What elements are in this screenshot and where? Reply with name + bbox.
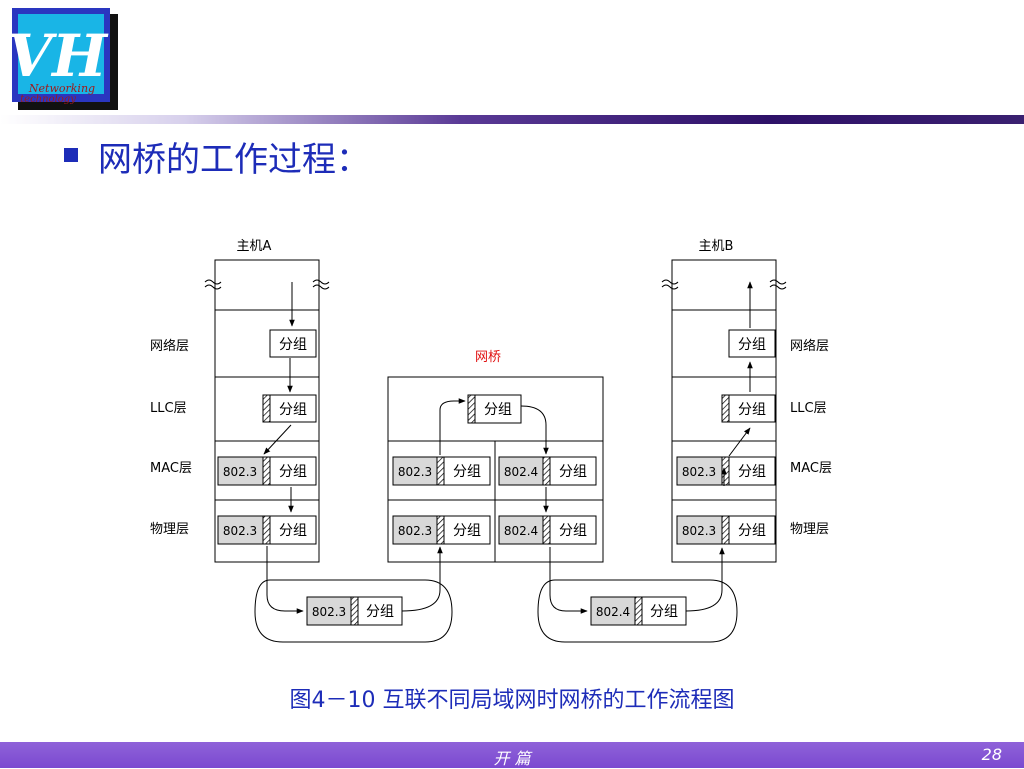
host-a-llc-frame: 分组 [262,394,317,423]
logo-letters: VH [10,22,109,90]
svg-text:分组: 分组 [738,523,766,539]
vh-networking-logo: VH Networking technology [10,8,118,110]
svg-text:802.3: 802.3 [682,524,716,538]
bridge-mac-frame-8023: 802.3 分组 [392,456,491,486]
svg-text:分组: 分组 [484,402,512,418]
bridge-physical-frame-8024: 802.4 分组 [498,515,597,545]
lan-8023-frame: 802.3 分组 [254,579,453,643]
host-b-llc-frame: 分组 [721,394,776,423]
svg-text:802.3: 802.3 [682,465,716,479]
host-b-physical-frame: 802.3 分组 [676,515,776,545]
svg-text:分组: 分组 [738,337,766,353]
svg-text:分组: 分组 [650,604,678,620]
mac-layer-label-a: MAC层 [150,461,192,476]
svg-text:802.3: 802.3 [223,465,257,479]
bridge-mac-frame-8024: 802.4 分组 [498,456,597,486]
svg-text:802.4: 802.4 [504,465,538,479]
svg-text:分组: 分组 [738,402,766,418]
physical-layer-label-a: 物理层 [150,522,189,537]
logo-line2: technology [20,94,76,105]
slide-heading: 网桥的工作过程： [98,140,370,180]
host-a-label: 主机A [237,239,272,254]
host-b-label: 主机B [699,239,734,254]
svg-text:分组: 分组 [279,337,307,353]
svg-text:802.3: 802.3 [398,465,432,479]
bridge-llc-frame: 分组 [467,394,522,424]
svg-text:802.4: 802.4 [596,605,630,619]
header-divider [0,115,1024,124]
mac-layer-label-b: MAC层 [790,461,832,476]
svg-text:分组: 分组 [453,464,481,480]
host-b-network-packet: 分组 [728,329,776,358]
logo-line1: Networking [28,82,95,95]
svg-text:802.3: 802.3 [223,524,257,538]
svg-text:分组: 分组 [738,464,766,480]
network-layer-label-b: 网络层 [790,338,829,354]
svg-text:分组: 分组 [559,464,587,480]
figure-caption: 图4－10 互联不同局域网时网桥的工作流程图 [289,688,735,713]
bridge-label: 网桥 [475,350,501,365]
svg-text:分组: 分组 [453,523,481,539]
bridge-physical-frame-8023: 802.3 分组 [392,515,491,545]
svg-text:分组: 分组 [366,604,394,620]
host-a-network-packet: 分组 [269,329,317,358]
footer-bar: 开 篇 28 [0,742,1024,768]
footer-title: 开 篇 [493,749,531,768]
svg-text:分组: 分组 [279,464,307,480]
network-layer-label-a: 网络层 [150,338,189,354]
physical-layer-label-b: 物理层 [790,522,829,537]
svg-text:802.3: 802.3 [312,605,346,619]
svg-text:分组: 分组 [279,523,307,539]
svg-text:802.4: 802.4 [504,524,538,538]
bridge-process-diagram: 主机A 主机B 网桥 网络层 LLC层 MAC层 物理层 网络层 LLC层 MA… [150,239,832,643]
bullet-icon [64,148,78,162]
host-a-physical-frame: 802.3 分组 [217,515,317,545]
llc-layer-label-b: LLC层 [790,401,827,416]
host-a-mac-frame: 802.3 分组 [217,456,317,486]
svg-text:802.3: 802.3 [398,524,432,538]
svg-text:分组: 分组 [559,523,587,539]
page-number: 28 [981,745,1002,764]
host-b-mac-frame: 802.3 分组 [676,456,776,486]
svg-text:分组: 分组 [279,402,307,418]
llc-layer-label-a: LLC层 [150,401,187,416]
